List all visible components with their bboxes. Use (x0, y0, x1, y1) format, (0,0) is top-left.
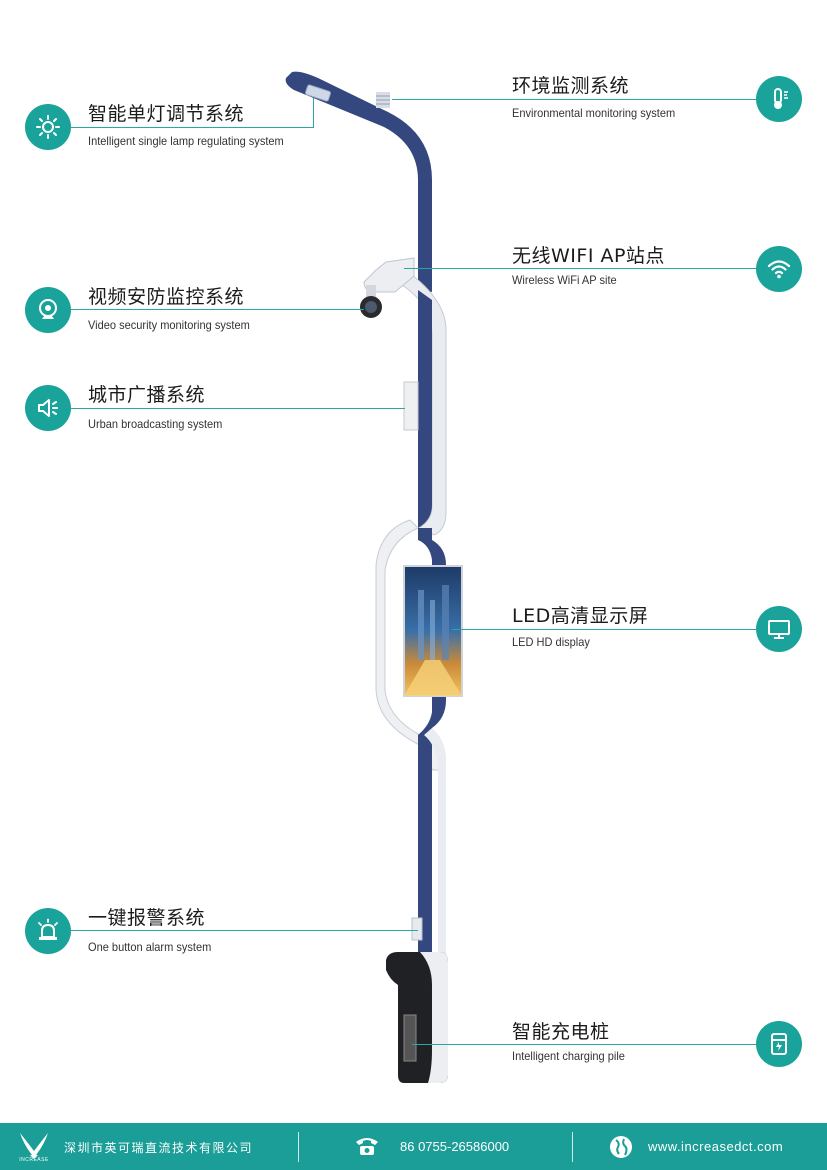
webcam-icon (25, 287, 71, 333)
wifi-title: 无线WIFI AP站点 (512, 245, 665, 267)
charger-icon (756, 1021, 802, 1067)
broadcast-speaker (403, 381, 419, 431)
pole-lower-cover (424, 728, 446, 955)
pole-upper (285, 71, 432, 292)
phone-number[interactable]: 86 0755-26586000 (400, 1139, 510, 1154)
alarm-light-icon (25, 908, 71, 954)
video-subtitle: Video security monitoring system (88, 318, 250, 332)
thermometer-icon (756, 76, 802, 122)
lamp-title: 智能单灯调节系统 (88, 103, 245, 125)
phone-icon (354, 1135, 380, 1162)
footer-divider-2 (572, 1132, 573, 1162)
video-leader-line (70, 309, 364, 310)
broadcast-leader-line (70, 408, 405, 409)
env-leader-line (392, 99, 756, 100)
logo-text: INCREASE (19, 1157, 49, 1163)
lamp-subtitle: Intelligent single lamp regulating syste… (88, 134, 284, 148)
env-subtitle: Environmental monitoring system (512, 106, 676, 120)
lamp-head (305, 84, 331, 102)
broadcast-title: 城市广播系统 (88, 384, 206, 406)
wifi-leader-line (404, 268, 756, 269)
company-logo: INCREASE (14, 1129, 54, 1165)
led-subtitle: LED HD display (512, 635, 590, 649)
env-title: 环境监测系统 (512, 75, 630, 97)
charging-subtitle: Intelligent charging pile (512, 1049, 625, 1063)
wifi-icon (756, 246, 802, 292)
broadcast-subtitle: Urban broadcasting system (88, 417, 223, 431)
led-leader-line (452, 629, 756, 630)
globe-icon (608, 1134, 634, 1165)
video-title: 视频安防监控系统 (88, 286, 245, 308)
alarm-title: 一键报警系统 (88, 907, 206, 929)
charging-title: 智能充电桩 (512, 1021, 610, 1043)
environment-sensor (376, 92, 390, 108)
footer-divider (298, 1132, 299, 1162)
led-title: LED高清显示屏 (512, 605, 649, 627)
speaker-icon (25, 385, 71, 431)
alarm-subtitle: One button alarm system (88, 940, 212, 954)
wifi-subtitle: Wireless WiFi AP site (512, 273, 617, 287)
pole-mid (418, 290, 432, 528)
security-camera (360, 285, 382, 318)
footer-bar: INCREASE 深圳市英可瑞直流技术有限公司 86 0755-26586000… (0, 1123, 827, 1170)
lamp-leader-line (70, 127, 314, 128)
website-url[interactable]: www.increasedct.com (648, 1139, 784, 1154)
charging-leader-line (412, 1044, 756, 1045)
sun-icon (25, 104, 71, 150)
company-name: 深圳市英可瑞直流技术有限公司 (64, 1141, 254, 1155)
alarm-leader-line (70, 930, 418, 931)
smart-pole-illustration (285, 71, 463, 1083)
alarm-button (411, 917, 423, 941)
monitor-icon (756, 606, 802, 652)
